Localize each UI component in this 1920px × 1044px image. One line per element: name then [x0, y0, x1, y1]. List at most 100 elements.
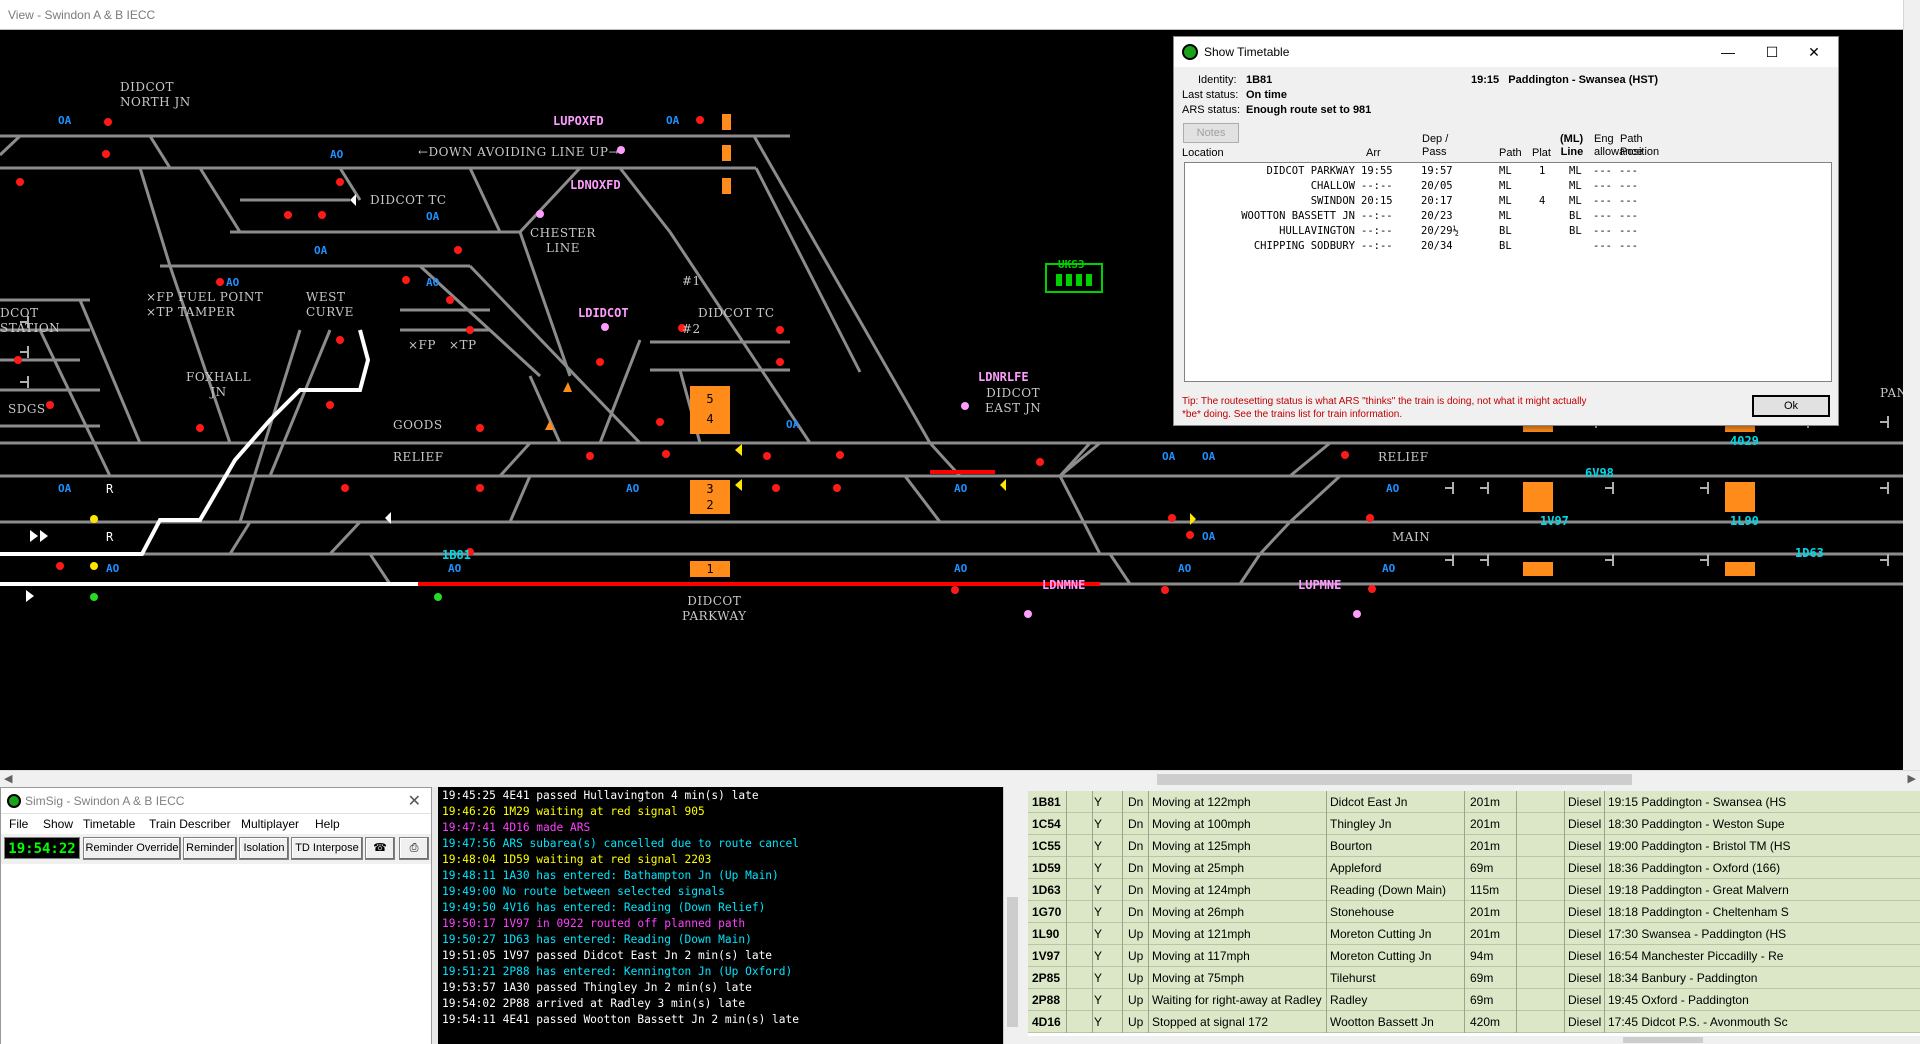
- menu-show[interactable]: Show: [43, 817, 74, 831]
- auto-button-ao-8[interactable]: AO: [448, 562, 462, 575]
- scroll-right-arrow-icon[interactable]: ▶: [1907, 773, 1916, 785]
- telephone-icon[interactable]: ☎: [365, 837, 395, 860]
- menu-timetable[interactable]: Timetable: [83, 817, 136, 831]
- timetable-row[interactable]: CHALLOW --:-- 20/05 ML ML --- ---: [1310, 180, 1638, 192]
- train-status: Moving at 25mph: [1152, 861, 1245, 875]
- train-desc: 16:54 Manchester Piccadilly - Re: [1608, 949, 1784, 963]
- timetable-row[interactable]: CHIPPING SODBURY --:-- 20/34 BL --- ---: [1253, 240, 1638, 252]
- auto-button-oa-5[interactable]: OA: [786, 418, 800, 431]
- timetable-row[interactable]: HULLAVINGTON --:-- 20/29½ BL BL --- ---: [1279, 225, 1638, 237]
- scrollbar-thumb[interactable]: [1007, 897, 1018, 1027]
- close-icon[interactable]: ✕: [407, 793, 421, 810]
- notes-button[interactable]: Notes: [1183, 123, 1239, 143]
- train-loc: Radley: [1330, 993, 1368, 1007]
- auto-button-ao-10[interactable]: AO: [1178, 562, 1192, 575]
- map-horizontal-scrollbar[interactable]: ◀ ▶: [0, 770, 1920, 787]
- label-didcot-station: DCOT STATION: [0, 306, 61, 335]
- menu-help[interactable]: Help: [315, 817, 340, 831]
- timetable-row[interactable]: DIDCOT PARKWAY 19:55 19:57 ML 1 ML --- -…: [1266, 165, 1638, 177]
- td-interpose-button[interactable]: TD Interpose: [291, 837, 363, 860]
- close-icon[interactable]: ✕: [1808, 44, 1820, 60]
- auto-button-ao-6[interactable]: AO: [1386, 482, 1400, 495]
- message-log-scrollbar[interactable]: [1003, 787, 1020, 1044]
- menu-train-describer[interactable]: Train Describer: [149, 817, 231, 831]
- auto-button-ao-3[interactable]: AO: [426, 276, 440, 289]
- routesetting-tip: Tip: The routesetting status is what ARS…: [1182, 396, 1587, 420]
- scrollbar-thumb[interactable]: [1623, 1037, 1703, 1043]
- train-id-1b81[interactable]: 1B81: [442, 548, 471, 562]
- message-log[interactable]: 19:45:25 4E41 passed Hullavington 4 min(…: [432, 787, 1018, 1044]
- auto-button-oa-1[interactable]: OA: [58, 114, 72, 127]
- timetable-row[interactable]: WOOTTON BASSETT JN --:-- 20/23 ML BL ---…: [1241, 210, 1638, 222]
- train-id-1v97[interactable]: 1V97: [1540, 514, 1569, 528]
- auto-button-oa-4[interactable]: OA: [314, 244, 328, 257]
- auto-button-ao-11[interactable]: AO: [1382, 562, 1396, 575]
- train-id-6v98[interactable]: 6V98: [1585, 466, 1614, 480]
- label-ldnrlfe[interactable]: LDNRLFE: [978, 370, 1029, 384]
- menu-multiplayer[interactable]: Multiplayer: [241, 817, 300, 831]
- label-lupoxfd[interactable]: LUPOXFD: [553, 114, 604, 128]
- train-list-scrollbar[interactable]: [1028, 1036, 1920, 1044]
- reminder-override-button[interactable]: Reminder Override: [83, 837, 181, 860]
- auto-button-ao-4[interactable]: AO: [626, 482, 640, 495]
- isolation-button[interactable]: Isolation: [239, 837, 289, 860]
- timetable-row[interactable]: SWINDON 20:15 20:17 ML 4 ML --- ---: [1310, 195, 1638, 207]
- ok-button[interactable]: Ok: [1752, 395, 1830, 417]
- reminder-button[interactable]: Reminder: [183, 837, 237, 860]
- scroll-left-arrow-icon[interactable]: ◀: [4, 773, 13, 785]
- label-hash-1: #1: [682, 274, 701, 288]
- auto-button-oa-7[interactable]: OA: [1162, 450, 1176, 463]
- maximize-icon[interactable]: ☐: [1765, 44, 1779, 60]
- label-ldnoxfd[interactable]: LDNOXFD: [570, 178, 621, 192]
- vertical-scrollbar-top[interactable]: [1903, 0, 1920, 30]
- auto-button-oa-6[interactable]: OA: [58, 482, 72, 495]
- auto-button-oa-8[interactable]: OA: [1202, 450, 1216, 463]
- auto-button-ao-5[interactable]: AO: [954, 482, 968, 495]
- col-plat: Plat: [1532, 147, 1551, 159]
- auto-button-ao-2[interactable]: AO: [226, 276, 240, 289]
- label-ldidcot[interactable]: LDIDCOT: [578, 306, 629, 320]
- train-desc: 19:18 Paddington - Great Malvern: [1608, 883, 1789, 897]
- auto-button-oa-9[interactable]: OA: [1202, 530, 1216, 543]
- main-window-titlebar: View - Swindon A & B IECC: [0, 0, 1920, 30]
- printer-icon[interactable]: ⎙: [399, 837, 429, 860]
- cell-divider: [1092, 945, 1093, 967]
- label-lupmne[interactable]: LUPMNE: [1298, 578, 1342, 592]
- auto-button-ao-9[interactable]: AO: [954, 562, 968, 575]
- map-vertical-scrollbar[interactable]: [1903, 30, 1920, 770]
- train-id-1l90[interactable]: 1L90: [1730, 514, 1759, 528]
- scrollbar-thumb[interactable]: [1157, 774, 1632, 785]
- sim-clock[interactable]: 19:54:22: [4, 837, 80, 859]
- control-titlebar[interactable]: SimSig - Swindon A & B IECC ✕: [1, 788, 431, 814]
- show-timetable-dialog: Show Timetable — ☐ ✕ Identity: 1B81 Last…: [1173, 36, 1839, 426]
- auto-button-ao-7[interactable]: AO: [106, 562, 120, 575]
- cell-divider: [1516, 813, 1517, 835]
- auto-button-oa-2[interactable]: OA: [666, 114, 680, 127]
- train-id-4029[interactable]: 4029: [1730, 434, 1759, 448]
- auto-button-ao-1[interactable]: AO: [330, 148, 344, 161]
- train-id-1d63[interactable]: 1D63: [1795, 546, 1824, 560]
- dialog-titlebar[interactable]: Show Timetable — ☐ ✕: [1174, 37, 1838, 67]
- train-pow: Diesel: [1568, 839, 1602, 853]
- label-ldnmne[interactable]: LDNMNE: [1042, 578, 1086, 592]
- label-didcot-tc-mid: DIDCOT TC: [698, 306, 775, 320]
- minimize-icon[interactable]: —: [1721, 44, 1735, 60]
- train-len: 201m: [1470, 927, 1501, 941]
- log-message: 19:51:05 1V97 passed Didcot East Jn 2 mi…: [442, 949, 773, 962]
- auto-button-oa-3[interactable]: OA: [426, 210, 440, 223]
- menu-file[interactable]: File: [9, 817, 29, 831]
- label-down-avoiding-line: ←DOWN AVOIDING LINE UP→: [418, 145, 620, 159]
- timetable-list[interactable]: DIDCOT PARKWAY 19:55 19:57 ML 1 ML --- -…: [1184, 162, 1832, 382]
